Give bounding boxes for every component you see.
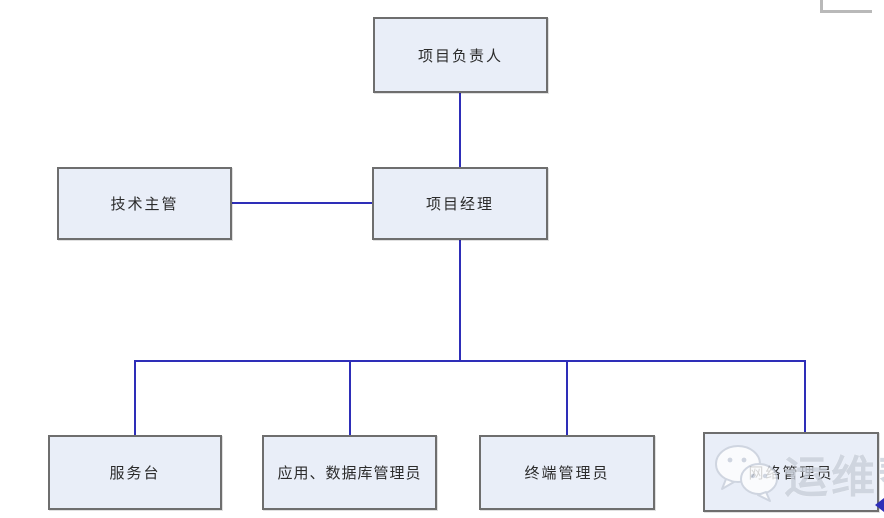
page-corner-mark — [820, 0, 823, 13]
connector-manager-stem — [459, 240, 461, 362]
node-project-manager: 项目经理 — [372, 167, 548, 240]
connector-distribution-bar — [134, 360, 806, 362]
node-app-db-admin: 应用、数据库管理员 — [262, 435, 437, 510]
node-service-desk: 服务台 — [48, 435, 222, 510]
connector-supervisor-to-manager — [232, 202, 372, 204]
connector-leader-to-manager — [459, 93, 461, 168]
cursor-triangle-icon — [875, 498, 884, 512]
connector-drop-service-desk — [134, 360, 136, 435]
node-project-leader-label: 项目负责人 — [417, 46, 503, 65]
node-tech-supervisor-label: 技术主管 — [110, 195, 179, 213]
node-project-leader: 项目负责人 — [373, 17, 548, 93]
node-network-admin: 网络管理员 — [703, 432, 879, 512]
node-terminal-admin: 终端管理员 — [479, 435, 655, 510]
node-terminal-admin-label: 终端管理员 — [524, 464, 610, 482]
node-app-db-admin-label: 应用、数据库管理员 — [277, 464, 422, 482]
connector-drop-app-db-admin — [349, 360, 351, 435]
node-tech-supervisor: 技术主管 — [57, 167, 232, 240]
node-service-desk-label: 服务台 — [109, 464, 161, 482]
connector-drop-terminal-admin — [566, 360, 568, 435]
node-network-admin-label: 网络管理员 — [748, 463, 834, 482]
page-corner-mark — [820, 10, 872, 13]
node-project-manager-label: 项目经理 — [425, 195, 494, 213]
connector-drop-network-admin — [804, 360, 806, 432]
